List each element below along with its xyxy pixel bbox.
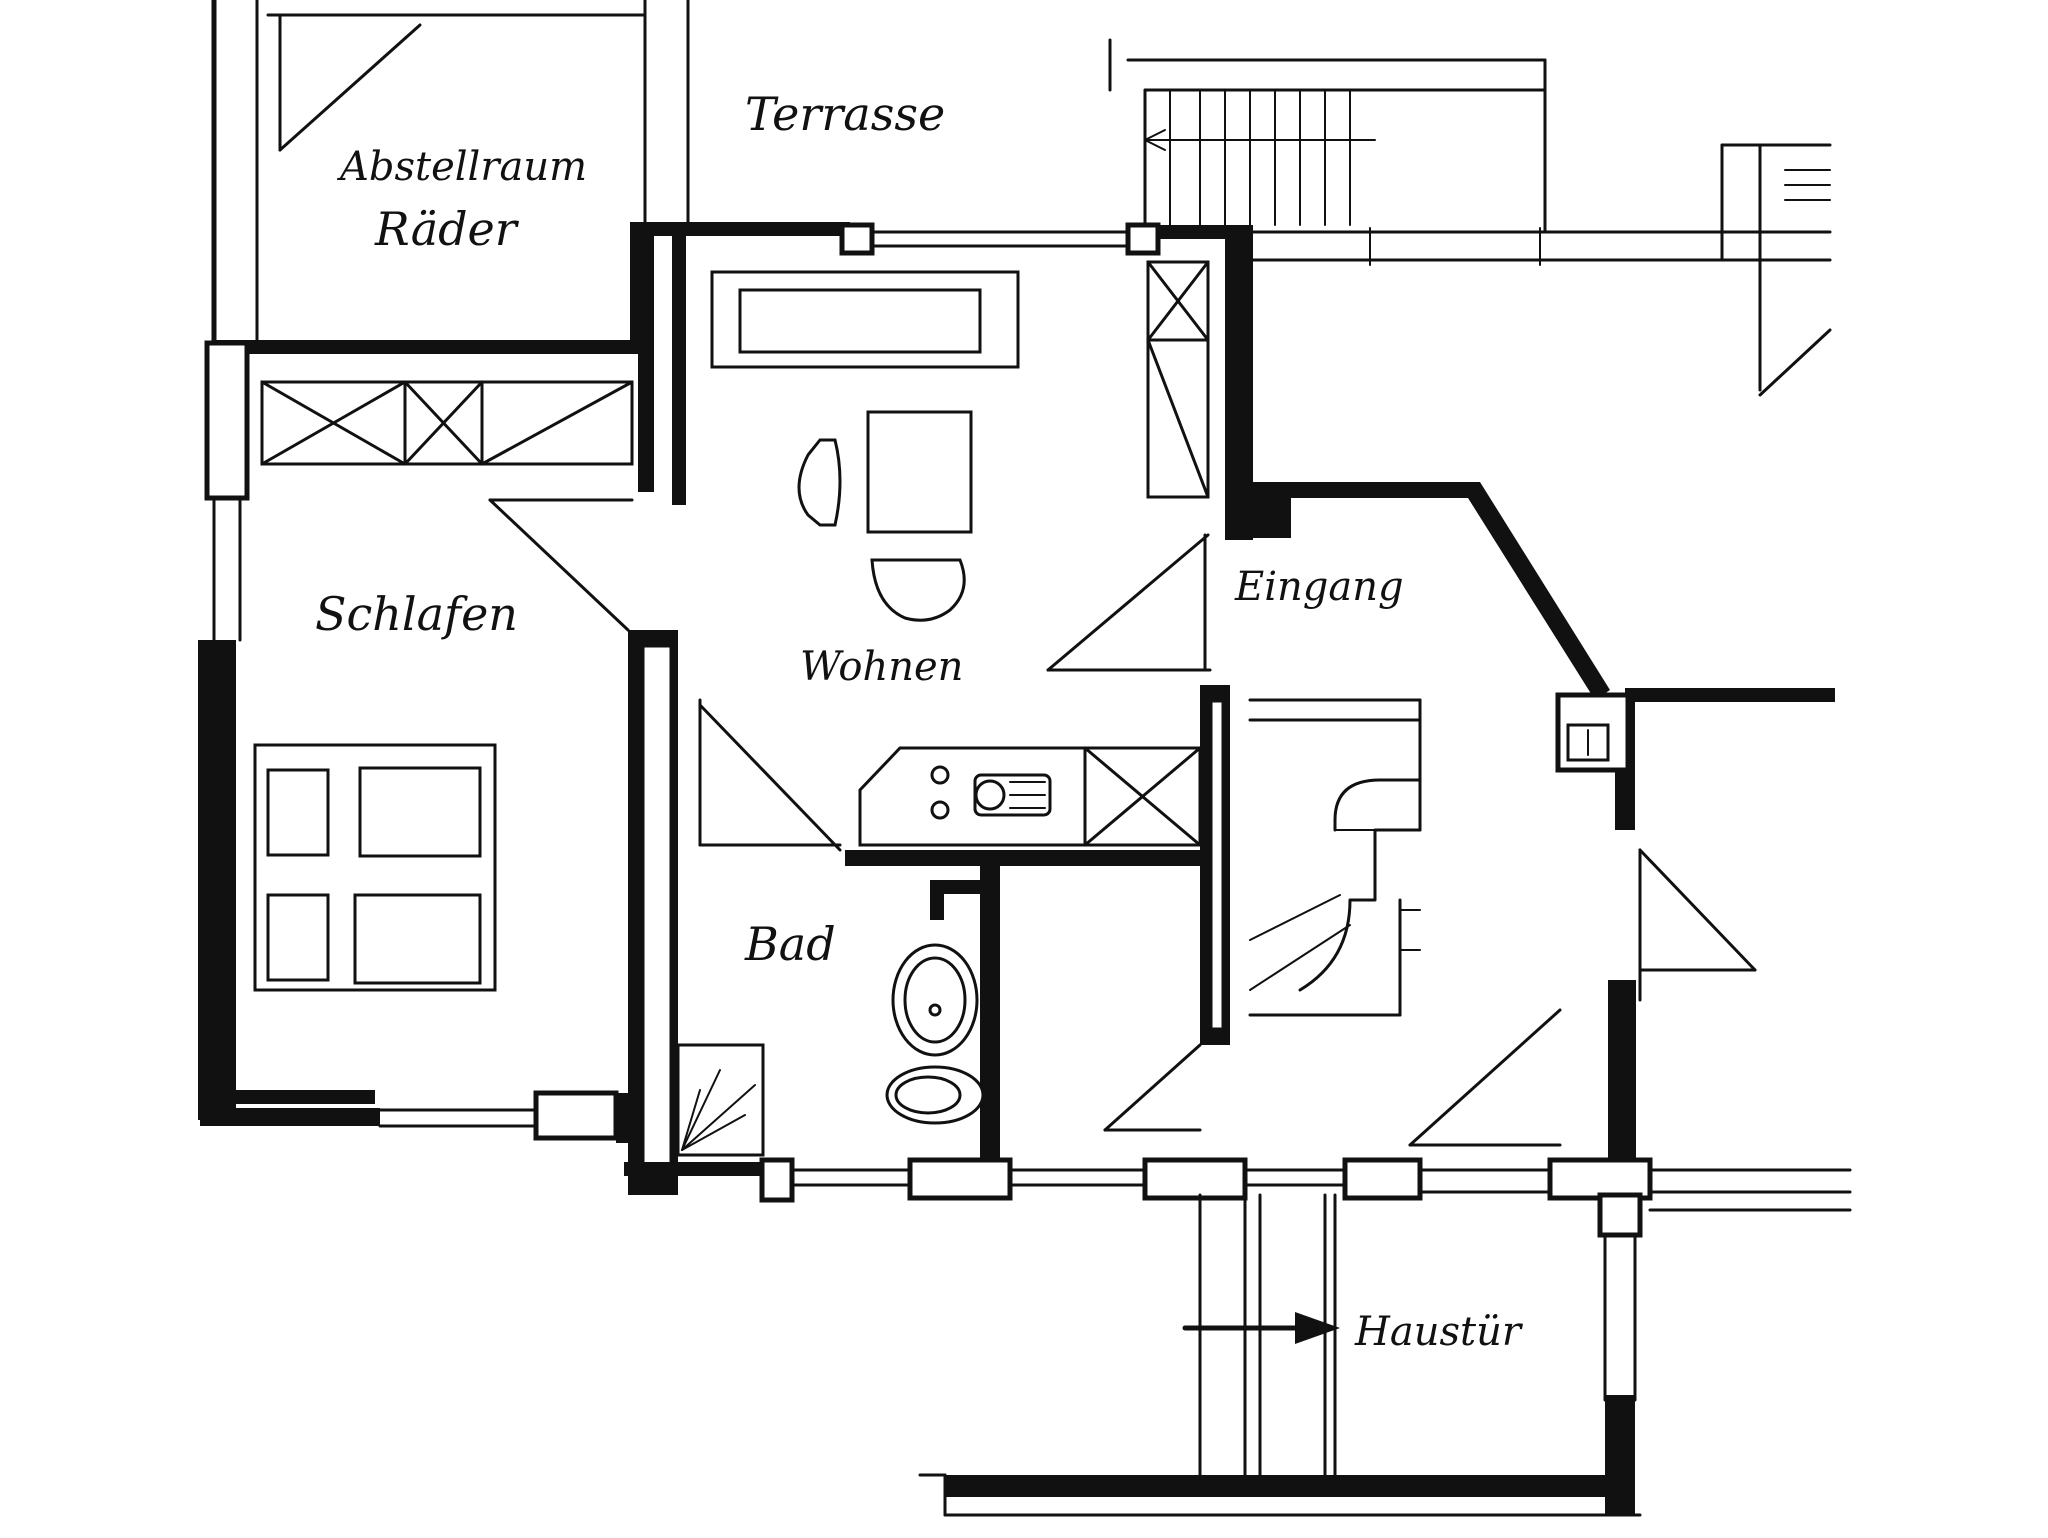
central-wall [628,222,686,1195]
sofa [710,270,1020,369]
wardrobe [260,380,634,466]
staircase [1200,685,1422,1045]
label-abstellraum: Abstellraum [336,144,587,190]
wohnen-cabinet [1146,260,1210,499]
label-haustuer: Haustür [1354,1309,1524,1355]
kitchenette [858,746,1202,847]
room-labels: Terrasse Abstellraum Räder Schlafen Wohn… [315,87,1524,1355]
eingang-walls [1046,482,1835,1160]
terrace-stairs [1108,38,1832,397]
bed [253,743,497,992]
label-raeder: Räder [374,202,520,256]
label-terrasse: Terrasse [745,87,945,141]
south-wall [624,1157,1852,1212]
entrance-vestibule [918,1192,1643,1517]
bad-top-wall [698,698,1215,1166]
bad-fixtures [676,943,985,1157]
label-wohnen: Wohnen [800,644,963,690]
label-schlafen: Schlafen [315,587,518,641]
label-eingang: Eingang [1234,564,1404,610]
dining-table [797,410,973,622]
label-bad: Bad [744,917,836,971]
